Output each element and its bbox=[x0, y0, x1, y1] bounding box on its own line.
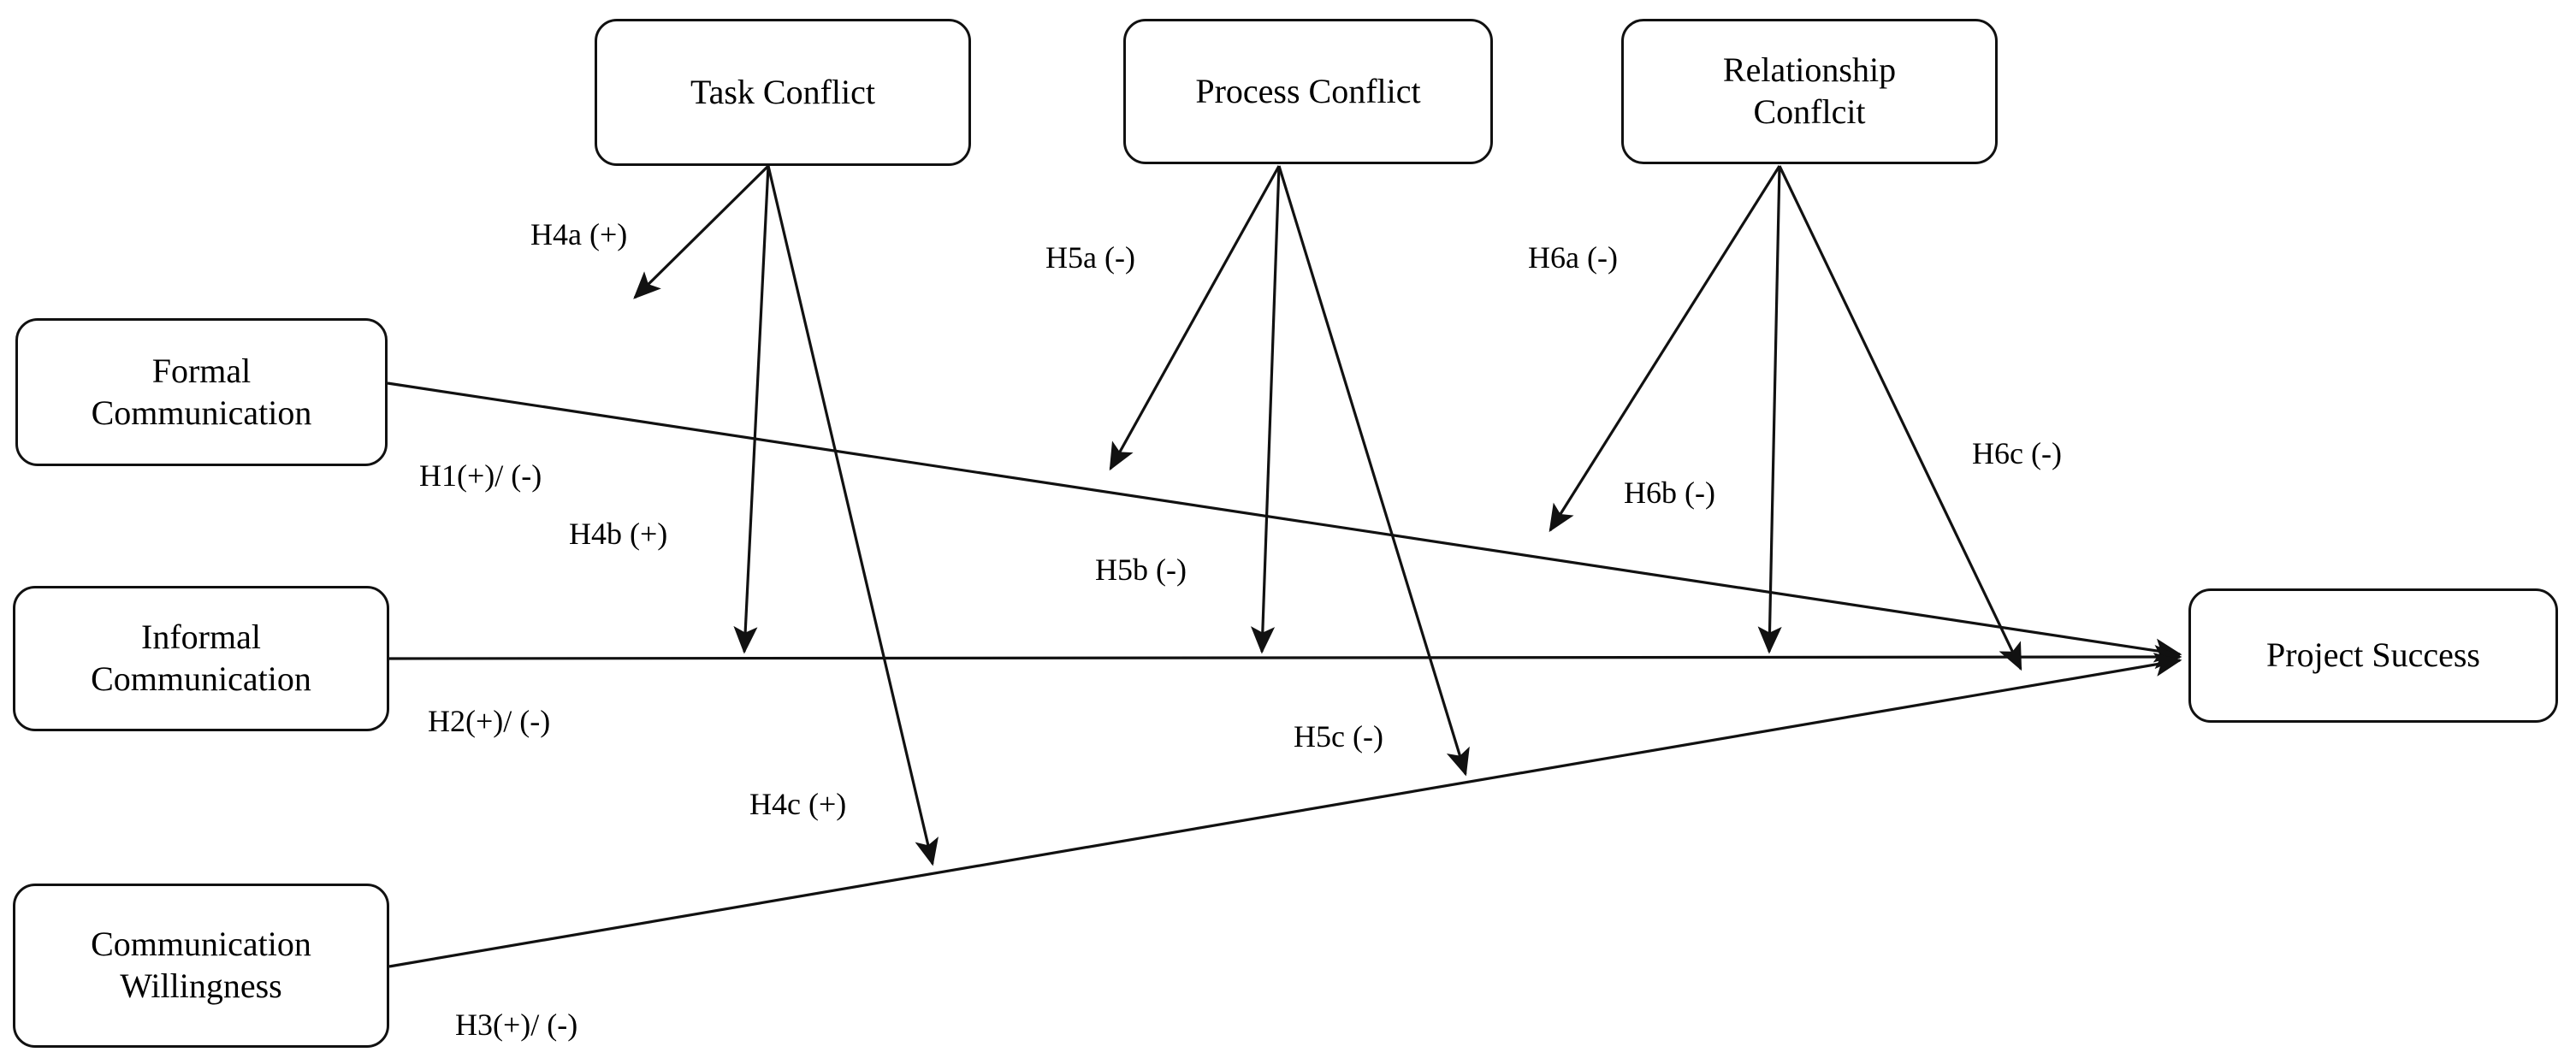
node-label: Project Success bbox=[2266, 635, 2480, 675]
edge-label-h6c: H6c (-) bbox=[1972, 436, 2062, 470]
edge-label-h6a: H6a (-) bbox=[1528, 240, 1618, 275]
node-label: Informal Communication bbox=[91, 618, 311, 698]
edge-label-h6b: H6b (-) bbox=[1624, 476, 1715, 510]
edge-label-h4c: H4c (+) bbox=[749, 787, 847, 821]
edge-h4b-line bbox=[733, 165, 770, 654]
edge-h4a-line bbox=[633, 164, 770, 299]
edge-h5b-line bbox=[1250, 165, 1281, 654]
node-label: Relationship Conflcit bbox=[1722, 50, 1897, 131]
edge-h4c-line bbox=[767, 165, 939, 866]
edge-h3-line bbox=[388, 653, 2182, 968]
edge-label-h5b: H5b (-) bbox=[1095, 553, 1187, 587]
edge-label-h2: H2(+)/ (-) bbox=[428, 704, 551, 738]
edge-h1-line bbox=[387, 381, 2182, 663]
node-project-success[interactable]: Project Success bbox=[2188, 588, 2558, 723]
node-label: Communication Willingness bbox=[91, 925, 311, 1005]
edge-h6a-line bbox=[1549, 165, 1781, 533]
node-label: Formal Communication bbox=[91, 351, 312, 432]
edge-label-h1: H1(+)/ (-) bbox=[419, 458, 542, 493]
edge-h5a-line bbox=[1109, 165, 1281, 471]
edge-label-h3: H3(+)/ (-) bbox=[455, 1008, 578, 1042]
edge-h2-line bbox=[388, 644, 2182, 670]
edge-h5c-line bbox=[1277, 165, 1470, 777]
edge-h6b-line bbox=[1757, 165, 1782, 654]
node-communication-willingness[interactable]: Communication Willingness bbox=[13, 884, 389, 1048]
node-label: Process Conflict bbox=[1195, 71, 1421, 110]
node-task-conflict[interactable]: Task Conflict bbox=[595, 19, 971, 166]
node-label: Task Conflict bbox=[690, 72, 876, 111]
edge-label-h4b: H4b (+) bbox=[569, 517, 668, 551]
node-process-conflict[interactable]: Process Conflict bbox=[1123, 19, 1493, 164]
edge-h6c-line bbox=[1778, 165, 2022, 671]
node-formal-communication[interactable]: Formal Communication bbox=[15, 318, 388, 466]
node-relationship-conflict[interactable]: Relationship Conflcit bbox=[1621, 19, 1998, 164]
edge-label-h5c: H5c (-) bbox=[1294, 719, 1383, 754]
node-informal-communication[interactable]: Informal Communication bbox=[13, 586, 389, 731]
edge-label-h4a: H4a (+) bbox=[530, 217, 628, 251]
edge-label-h5a: H5a (-) bbox=[1045, 240, 1135, 275]
